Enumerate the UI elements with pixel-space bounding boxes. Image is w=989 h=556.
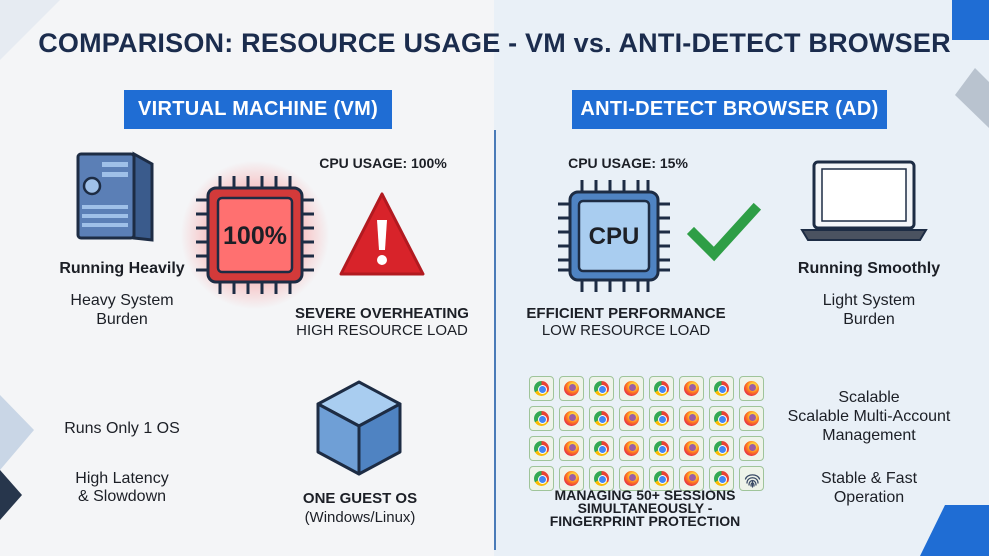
ad-cpu-chip-text: CPU — [588, 223, 640, 250]
vm-warning-line2: HIGH RESOURCE LOAD — [296, 322, 468, 339]
vm-burden-line2: Burden — [96, 311, 148, 328]
panel-divider — [494, 130, 496, 550]
browser-session-grid — [529, 376, 767, 491]
ad-stable-line1: Stable & Fast — [820, 470, 918, 487]
browser-session-firefox-icon — [739, 376, 764, 401]
browser-session-firefox-icon — [619, 466, 644, 491]
browser-session-chrome-icon — [649, 466, 674, 491]
vm-os-limit-text: Runs Only 1 OS — [64, 420, 180, 437]
browser-session-chrome-icon — [589, 466, 614, 491]
desktop-tower-icon — [76, 151, 154, 242]
ad-perf-line1: EFFICIENT PERFORMANCE — [526, 305, 726, 322]
cpu-chip-icon — [558, 180, 670, 292]
browser-session-chrome-icon — [649, 436, 674, 461]
vm-cpu-chip-text: 100% — [223, 222, 287, 250]
browser-session-firefox-icon — [739, 436, 764, 461]
browser-session-firefox-icon — [559, 436, 584, 461]
ad-sessions-line3: FINGERPRINT PROTECTION — [549, 513, 741, 529]
browser-session-chrome-icon — [589, 406, 614, 431]
vm-section-header: VIRTUAL MACHINE (VM) — [124, 90, 392, 129]
browser-session-chrome-icon — [709, 376, 734, 401]
page-title: COMPARISON: RESOURCE USAGE - VM vs. ANTI… — [38, 28, 951, 58]
browser-session-firefox-icon — [619, 436, 644, 461]
ad-status-text: Running Smoothly — [797, 260, 941, 277]
browser-session-chrome-icon — [589, 376, 614, 401]
vm-latency-line2: & Slowdown — [77, 488, 167, 505]
ad-section-header: ANTI-DETECT BROWSER (AD) — [572, 90, 887, 129]
browser-session-firefox-icon — [679, 466, 704, 491]
browser-session-chrome-icon — [709, 406, 734, 431]
ad-scalable-line2: Scalable Multi-Account — [787, 408, 951, 425]
fingerprint-icon — [739, 466, 764, 491]
ad-burden-line2: Burden — [843, 311, 895, 328]
browser-session-chrome-icon — [529, 406, 554, 431]
browser-session-chrome-icon — [529, 376, 554, 401]
browser-session-chrome-icon — [709, 436, 734, 461]
ad-scalable-line3: Management — [822, 427, 916, 444]
warning-triangle-icon — [339, 192, 425, 276]
ad-scalable-line1: Scalable — [838, 389, 900, 406]
ad-sessions-line2: SIMULTANEOUSLY - — [577, 500, 713, 516]
vm-burden-line1: Heavy System — [70, 292, 174, 309]
browser-session-firefox-icon — [679, 406, 704, 431]
browser-session-chrome-icon — [649, 406, 674, 431]
vm-guest-os-subtitle: (Windows/Linux) — [304, 509, 416, 526]
browser-session-firefox-icon — [559, 466, 584, 491]
browser-session-chrome-icon — [649, 376, 674, 401]
ad-burden-line1: Light System — [822, 292, 916, 309]
browser-session-firefox-icon — [559, 406, 584, 431]
browser-session-chrome-icon — [529, 436, 554, 461]
browser-session-chrome-icon — [709, 466, 734, 491]
vm-status-text: Running Heavily — [59, 260, 185, 277]
vm-guest-os-title: ONE GUEST OS — [302, 490, 418, 507]
browser-session-firefox-icon — [679, 436, 704, 461]
browser-session-firefox-icon — [679, 376, 704, 401]
laptop-icon — [800, 160, 928, 241]
ad-sessions-line1: MANAGING 50+ SESSIONS — [554, 487, 736, 503]
vm-warning-line1: SEVERE OVERHEATING — [295, 305, 469, 322]
ad-perf-line2: LOW RESOURCE LOAD — [541, 322, 711, 339]
browser-session-firefox-icon — [739, 406, 764, 431]
checkmark-icon — [686, 202, 762, 262]
vm-cpu-usage-label: CPU USAGE: 100% — [319, 155, 447, 171]
browser-session-firefox-icon — [619, 376, 644, 401]
browser-session-firefox-icon — [619, 406, 644, 431]
vm-latency-line1: High Latency — [75, 470, 169, 487]
ad-stable-line2: Operation — [833, 489, 905, 506]
browser-session-chrome-icon — [589, 436, 614, 461]
browser-session-chrome-icon — [529, 466, 554, 491]
cpu-chip-hot-icon — [196, 176, 314, 294]
browser-session-firefox-icon — [559, 376, 584, 401]
ad-cpu-usage-label: CPU USAGE: 15% — [568, 155, 688, 171]
cube-icon — [316, 380, 402, 476]
